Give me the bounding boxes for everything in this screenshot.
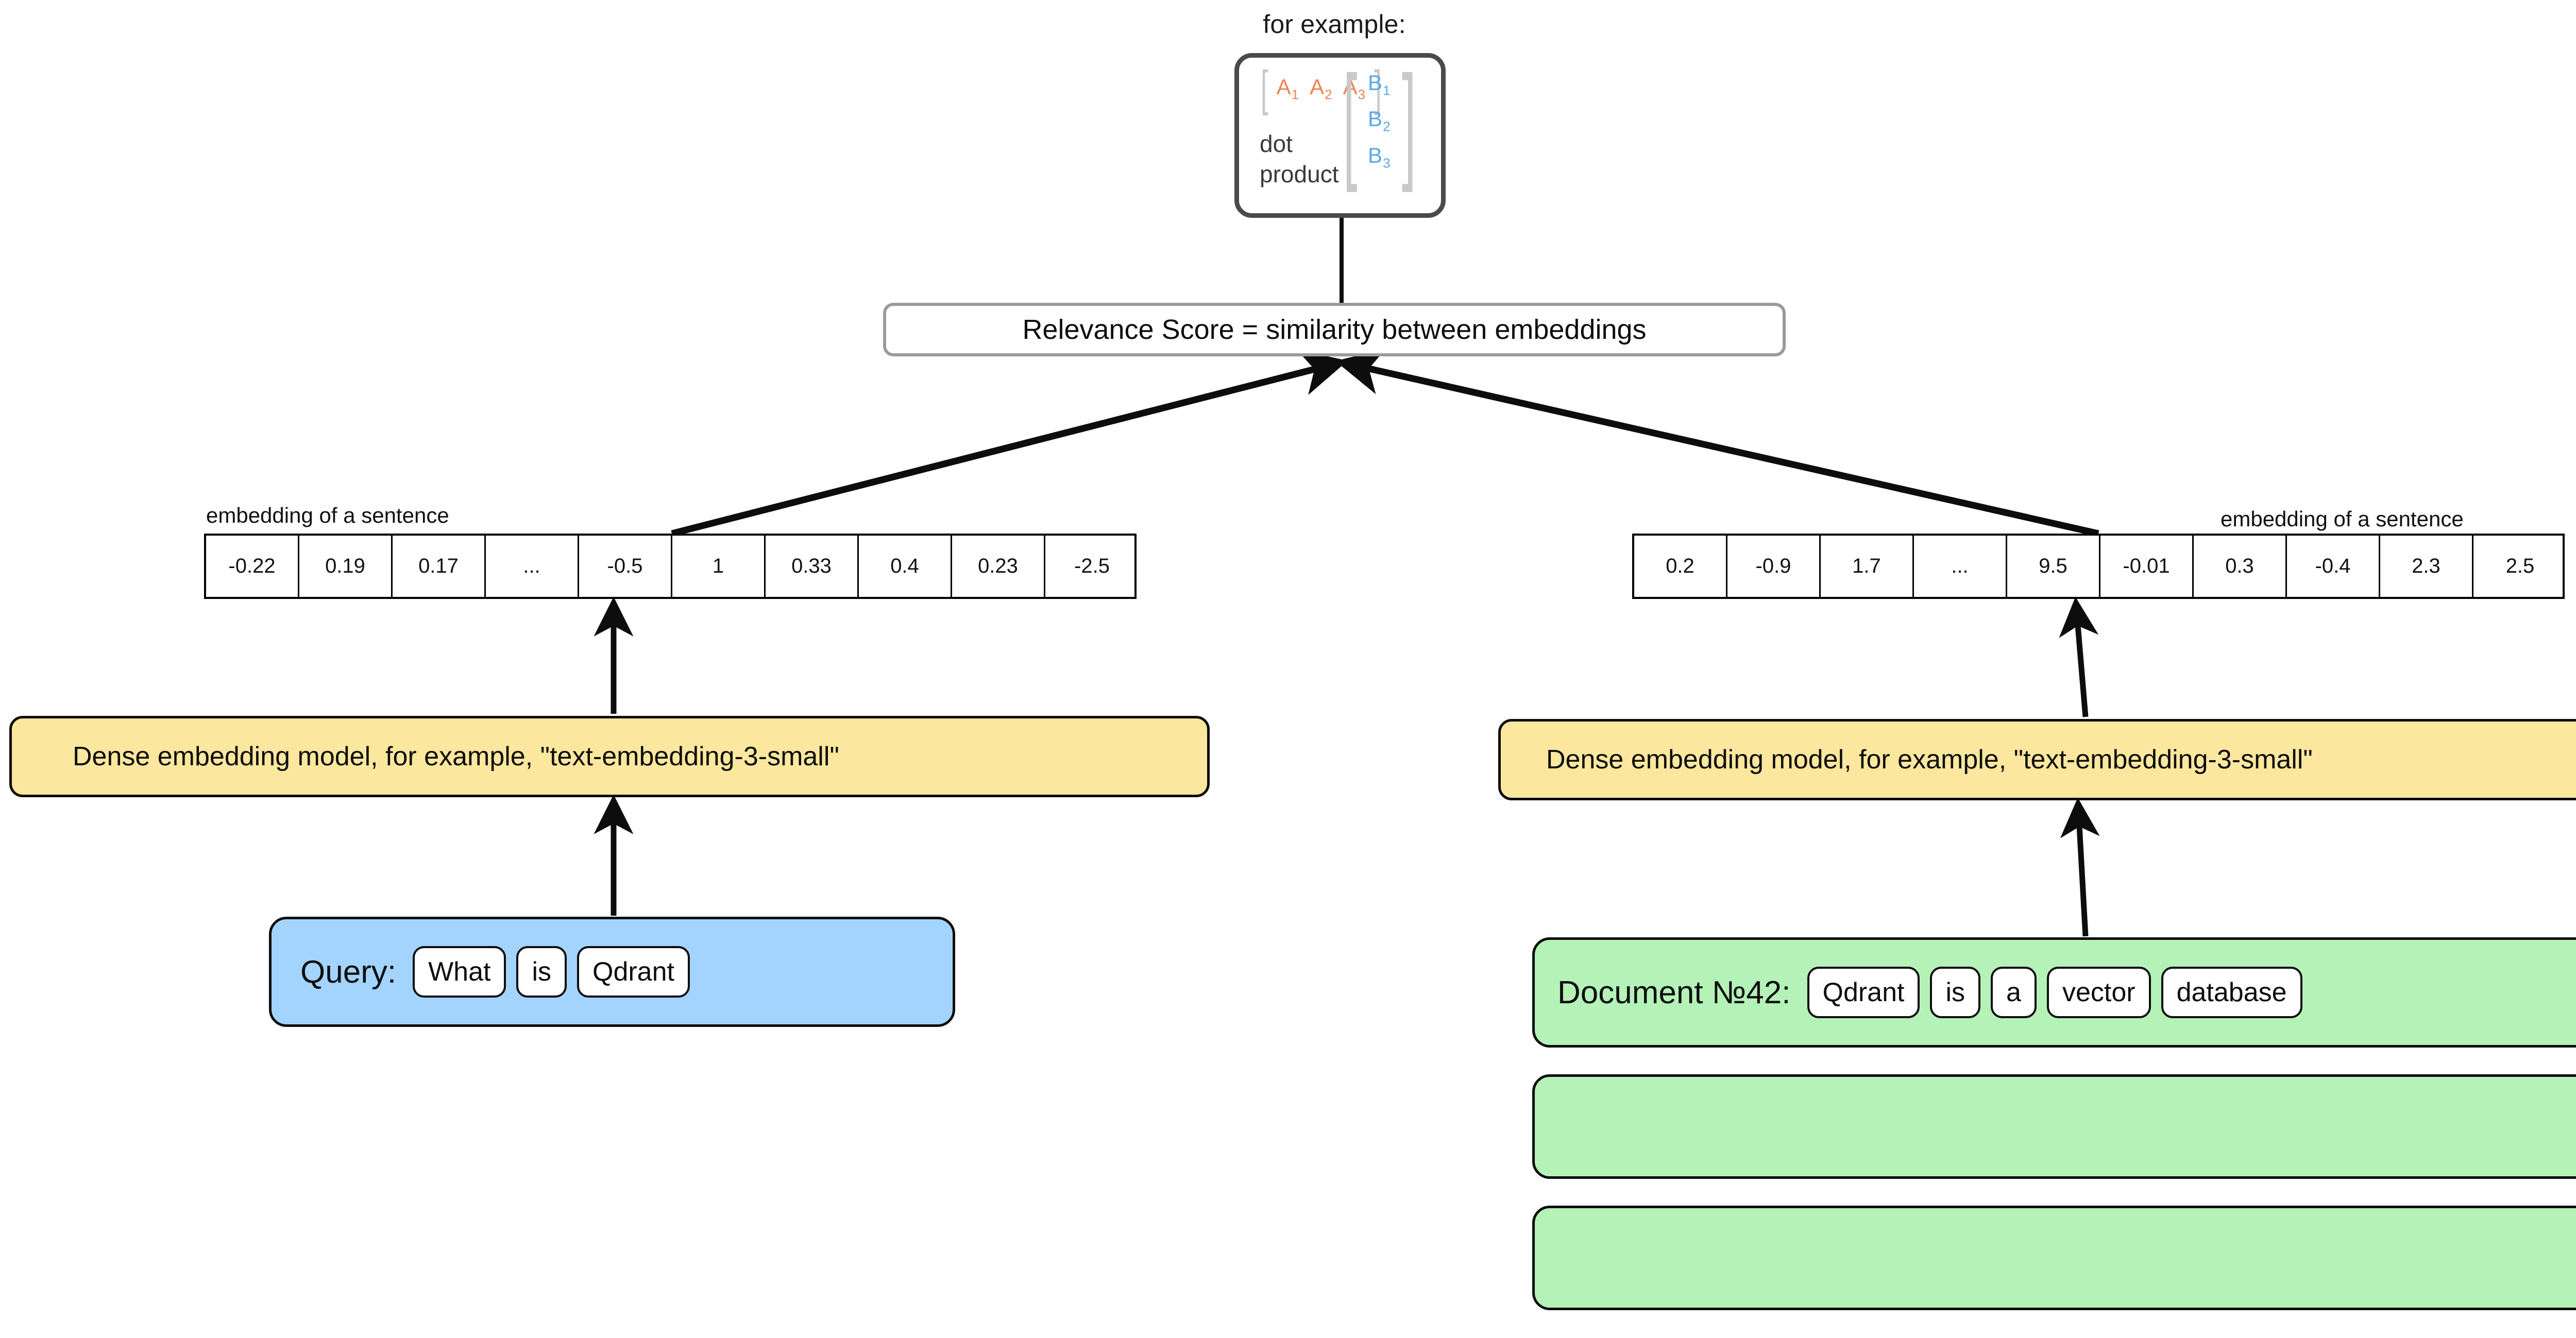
vector-cell: 0.23	[952, 536, 1045, 597]
right-embedding-model-box: Dense embedding model, for example, "tex…	[1498, 719, 2576, 800]
vector-cell: 2.3	[2380, 536, 2473, 597]
document-box: Document №42: Qdrant is a vector databas…	[1532, 937, 2576, 1048]
query-prefix-label: Query:	[300, 954, 397, 990]
vector-cell: ...	[486, 536, 579, 597]
vector-cell: 9.5	[2007, 536, 2100, 597]
vector-cell: -0.9	[1727, 536, 1821, 597]
for-example-label: for example:	[1263, 10, 1406, 39]
vector-a-3: A3	[1343, 74, 1366, 102]
vector-b-3: B3	[1368, 143, 1391, 171]
vector-cell: 1	[672, 536, 766, 597]
right-bracket-close-icon: ]	[1401, 49, 1416, 193]
document-prefix-label: Document №42:	[1557, 974, 1791, 1010]
edge-right-model-to-embedding	[2059, 596, 2099, 717]
left-embedding-vector: -0.22 0.19 0.17 ... -0.5 1 0.33 0.4 0.23…	[204, 534, 1137, 599]
vector-cell: 1.7	[1821, 536, 1914, 597]
vector-cell: -0.4	[2287, 536, 2380, 597]
dot-product-line-1: dot	[1260, 130, 1293, 157]
document-token: Qdrant	[1807, 967, 1920, 1018]
vector-cell: 0.4	[859, 536, 952, 597]
document-token: is	[1930, 967, 1981, 1018]
left-bracket-open-icon: [	[1261, 61, 1268, 116]
query-token: What	[413, 946, 506, 998]
relevance-score-box: Relevance Score = similarity between emb…	[883, 303, 1786, 356]
vector-cell: -2.5	[1074, 555, 1110, 577]
edge-left-embedding-to-relevance	[671, 349, 1348, 537]
query-token: is	[516, 946, 567, 998]
vector-cell: -0.01	[2100, 536, 2194, 597]
query-box: Query: What is Qdrant	[269, 917, 955, 1027]
vector-b-2: B2	[1368, 107, 1391, 134]
left-embedding-label: embedding of a sentence	[206, 503, 449, 527]
left-bracket-close-icon: ]	[1374, 61, 1382, 116]
document-token: vector	[2046, 967, 2151, 1018]
dot-product-box: [ A1 A2 A3 ] [ B1 B2 B3 ] dot product	[1234, 53, 1446, 218]
query-token-row: What is Qdrant	[413, 946, 690, 998]
vector-a-1: A1	[1276, 74, 1300, 102]
row-vector-a: [ A1 A2 A3 ]	[1258, 61, 1385, 116]
query-token: Qdrant	[577, 946, 690, 998]
document-token: a	[1991, 967, 2037, 1018]
right-embedding-vector: 0.2 -0.9 1.7 ... 9.5 -0.01 0.3 -0.4 2.3 …	[1632, 534, 2565, 599]
column-vector-b: [ B1 B2 B3 ]	[1332, 49, 1427, 193]
vector-cell: -0.22	[206, 536, 299, 597]
right-embedding-label: embedding of a sentence	[2221, 507, 2464, 531]
dot-product-label: dot product	[1260, 129, 1338, 190]
vector-cell: ...	[1914, 536, 2007, 597]
edge-right-embedding-to-relevance	[1335, 348, 2099, 537]
vector-cell: -0.5	[579, 536, 672, 597]
vector-cell: 0.19	[299, 536, 393, 597]
vector-cell: 0.2	[1634, 536, 1727, 597]
vector-cell: 0.3	[2194, 536, 2287, 597]
document-token-row: Qdrant is a vector database	[1807, 967, 2302, 1018]
dot-product-line-2: product	[1260, 160, 1339, 187]
vector-cell: 0.33	[766, 536, 859, 597]
vector-a-2: A2	[1310, 74, 1333, 102]
right-bracket-open-icon: [	[1343, 49, 1358, 193]
edge-right-document-to-model	[2060, 797, 2100, 937]
vector-cell: 0.17	[393, 536, 486, 597]
vector-b-1: B1	[1368, 71, 1391, 98]
document-placeholder-box	[1532, 1074, 2576, 1179]
document-placeholder-box	[1532, 1206, 2576, 1310]
vector-cell: 2.5	[2505, 555, 2535, 577]
document-token: database	[2161, 967, 2302, 1018]
left-embedding-model-box: Dense embedding model, for example, "tex…	[9, 716, 1210, 797]
